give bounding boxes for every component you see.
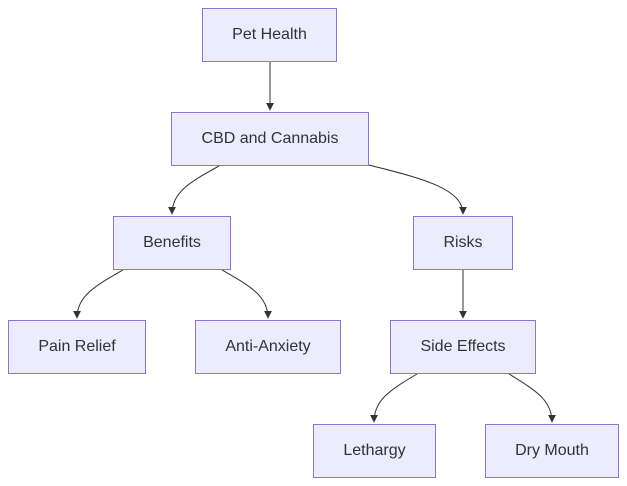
edge-cbd-to-benefits: [168, 165, 220, 215]
edge-benefits-to-pain-relief: [73, 269, 124, 319]
node-anti-anxiety: Anti-Anxiety: [195, 320, 341, 374]
node-label: Pain Relief: [38, 338, 116, 355]
node-side-effects: Side Effects: [390, 320, 536, 374]
node-benefits: Benefits: [113, 216, 231, 270]
edge-side-effects-to-lethargy: [370, 373, 418, 423]
edge-cbd-to-risks: [368, 164, 467, 215]
node-label: Pet Health: [232, 26, 307, 43]
node-label: CBD and Cannabis: [201, 130, 339, 147]
node-lethargy: Lethargy: [313, 424, 436, 478]
node-label: Side Effects: [420, 338, 506, 355]
node-pain-relief: Pain Relief: [8, 320, 146, 374]
node-label: Anti-Anxiety: [225, 338, 311, 355]
node-cbd-and-cannabis: CBD and Cannabis: [171, 112, 369, 166]
node-label: Lethargy: [343, 442, 406, 459]
node-risks: Risks: [413, 216, 513, 270]
node-dry-mouth: Dry Mouth: [485, 424, 619, 478]
node-pet-health: Pet Health: [202, 8, 337, 62]
node-label: Benefits: [143, 234, 201, 251]
node-label: Dry Mouth: [515, 442, 589, 459]
edge-benefits-to-anti-anxiety: [221, 269, 272, 319]
node-label: Risks: [443, 234, 483, 251]
edge-side-effects-to-dry-mouth: [508, 373, 556, 423]
